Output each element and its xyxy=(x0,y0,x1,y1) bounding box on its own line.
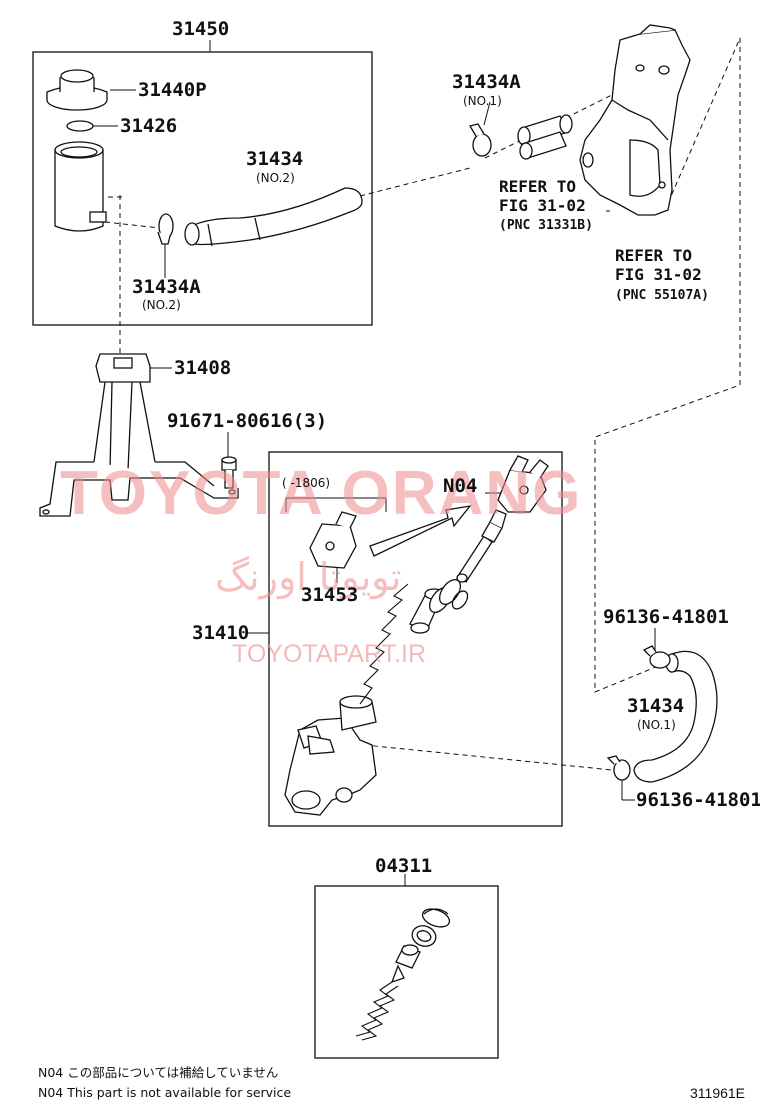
label-range: ( -1806) xyxy=(282,476,331,490)
label-31434a-no1-sub: (NO.1) xyxy=(463,94,502,108)
reservoir-bracket xyxy=(39,353,239,517)
label-04311[interactable]: 04311 xyxy=(375,855,433,877)
label-31434a-no2[interactable]: 31434A xyxy=(132,276,201,298)
label-31434-no1[interactable]: 31434 xyxy=(627,695,685,717)
label-96136-top[interactable]: 96136-41801 xyxy=(603,606,729,628)
ref2-line1[interactable]: REFER TO xyxy=(615,246,693,265)
ref2-line3: (PNC 55107A) xyxy=(615,288,709,303)
label-96136-bottom[interactable]: 96136-41801 xyxy=(636,789,760,811)
label-31408[interactable]: 31408 xyxy=(174,357,232,379)
reservoir-hose-no2 xyxy=(184,187,363,247)
hose-clamp-no2 xyxy=(157,213,174,245)
note-jp: N04 この部品については補給していません xyxy=(38,1065,279,1080)
ref1-line1[interactable]: REFER TO xyxy=(499,177,577,196)
clevis-31453 xyxy=(309,511,357,569)
ref1-line2[interactable]: FIG 31-02 xyxy=(499,196,586,215)
piston-seals xyxy=(428,578,469,614)
label-91671[interactable]: 91671-80616(3) xyxy=(167,410,328,432)
hose-clip-top xyxy=(642,645,671,669)
repair-kit-box xyxy=(314,885,499,1059)
label-31410[interactable]: 31410 xyxy=(192,622,250,644)
pedal-bracket xyxy=(579,24,691,216)
cap-seal xyxy=(66,120,94,132)
ref1-line3: (PNC 31331B) xyxy=(499,218,593,233)
master-cylinder-box xyxy=(268,451,563,827)
push-rod xyxy=(456,509,507,583)
repair-kit-spring xyxy=(355,981,399,1041)
bracket-bolt xyxy=(221,456,237,489)
label-31450[interactable]: 31450 xyxy=(172,18,230,40)
hose-clip-bottom xyxy=(606,755,631,781)
piston-spring xyxy=(359,583,409,705)
reservoir-body xyxy=(54,141,107,232)
label-31434a-no2-sub: (NO.2) xyxy=(142,298,181,312)
label-31434-no2-sub: (NO.2) xyxy=(256,171,295,185)
label-n04[interactable]: N04 xyxy=(443,475,478,497)
replacement-arrow xyxy=(369,505,472,557)
label-31434a-no1[interactable]: 31434A xyxy=(452,71,521,93)
watermark-url: TOYOTAPART.IR xyxy=(232,640,427,668)
watermark-persian: تويوتا اورنگ xyxy=(215,555,402,599)
ref2-line2[interactable]: FIG 31-02 xyxy=(615,265,702,284)
label-31453[interactable]: 31453 xyxy=(301,584,359,606)
note-en: N04 This part is not available for servi… xyxy=(38,1085,292,1100)
label-31434-no2[interactable]: 31434 xyxy=(246,148,304,170)
diagram-code: 311961E xyxy=(690,1085,746,1101)
reservoir-kit-box xyxy=(32,51,373,326)
hose-clamp-no1 xyxy=(468,123,492,157)
watermark-brand: TOYOTA ORANG xyxy=(60,459,583,528)
clutch-pipe-fitting xyxy=(517,114,573,160)
master-cylinder xyxy=(284,695,377,816)
clevis-n04 xyxy=(497,455,549,513)
repair-kit-parts xyxy=(390,908,451,984)
reservoir-cap xyxy=(46,69,108,111)
label-31426[interactable]: 31426 xyxy=(120,115,178,137)
label-31434-no1-sub: (NO.1) xyxy=(637,718,676,732)
label-31440p[interactable]: 31440P xyxy=(138,79,207,101)
